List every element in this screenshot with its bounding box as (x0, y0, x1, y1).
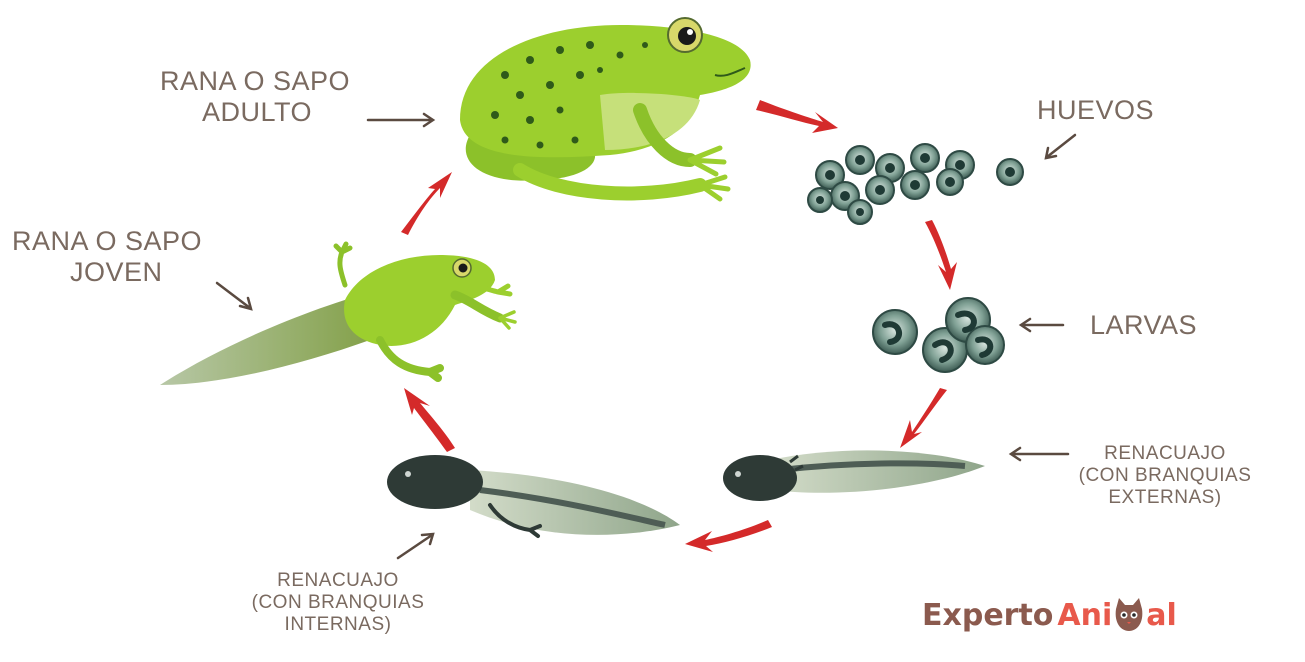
brand-logo: Experto Ani al (922, 590, 1177, 640)
cycle-arrow-tadpole-to-tadpole (685, 520, 772, 552)
adult-frog-icon (460, 18, 751, 199)
label-adult-line-1: RANA O SAPO (160, 66, 350, 97)
label-young-frog: RANA O SAPO JOVEN (12, 226, 202, 288)
cat-logo-icon (1113, 595, 1145, 635)
tadpole-external-gills-icon (723, 450, 985, 501)
label-tadpole-int-line-1: RENACUAJO (198, 570, 478, 592)
pointer-arrow-tadpole-int (398, 534, 433, 558)
eggs-icon (808, 144, 1023, 224)
young-frog-icon (160, 244, 515, 385)
label-eggs: HUEVOS (1037, 95, 1154, 126)
pointer-arrow-adult (368, 114, 433, 126)
label-larvae: LARVAS (1090, 310, 1197, 341)
tadpole-internal-gills-icon (387, 455, 680, 536)
brand-text-part-c: al (1146, 598, 1177, 633)
cycle-arrow-eggs-to-larvae (925, 220, 957, 290)
label-young-line-2: JOVEN (12, 257, 202, 288)
cycle-arrow-young-to-adult (401, 172, 452, 235)
label-tadpole-external-gills: RENACUAJO (CON BRANQUIAS EXTERNAS) (1045, 443, 1285, 509)
label-tadpole-int-line-2: (CON BRANQUIAS (198, 592, 478, 614)
label-tadpole-ext-line-1: RENACUAJO (1045, 443, 1285, 465)
pointer-arrow-larvae (1021, 319, 1063, 331)
larvae-icon (873, 298, 1004, 372)
label-tadpole-internal-gills: RENACUAJO (CON BRANQUIAS INTERNAS) (198, 570, 478, 636)
cycle-arrow-adult-to-eggs (756, 100, 838, 133)
label-young-line-1: RANA O SAPO (12, 226, 202, 257)
brand-text-part-a: Experto (922, 598, 1053, 633)
label-tadpole-ext-line-2: (CON BRANQUIAS (1045, 465, 1285, 487)
label-tadpole-int-line-3: INTERNAS) (198, 614, 478, 636)
cycle-arrow-tadpole-to-young (404, 388, 455, 452)
label-adult-line-2: ADULTO (160, 97, 350, 128)
pointer-arrow-eggs (1046, 135, 1075, 158)
pointer-arrow-young (217, 283, 251, 309)
cycle-arrow-larvae-to-tadpole (900, 388, 947, 448)
label-tadpole-ext-line-3: EXTERNAS) (1045, 487, 1285, 509)
label-adult-frog: RANA O SAPO ADULTO (160, 66, 350, 128)
brand-text-part-b: Ani (1057, 598, 1112, 633)
